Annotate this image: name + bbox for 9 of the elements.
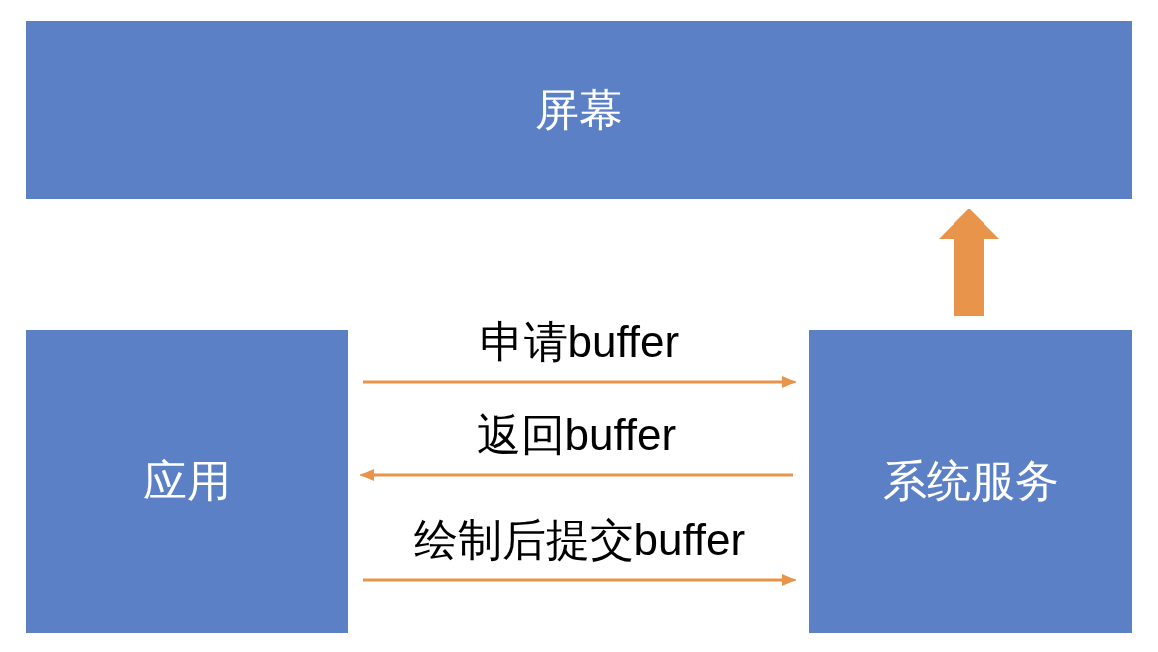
edge-label: 绘制后提交buffer xyxy=(413,516,746,565)
box-label: 应用 xyxy=(143,457,231,506)
box-label: 屏幕 xyxy=(535,85,623,135)
edge-label: 申请buffer xyxy=(479,318,680,367)
process-box xyxy=(26,21,1132,199)
process-box xyxy=(809,330,1132,633)
process-box xyxy=(26,330,348,633)
edge-label: 返回buffer xyxy=(476,411,677,460)
box-label: 系统服务 xyxy=(882,457,1059,506)
